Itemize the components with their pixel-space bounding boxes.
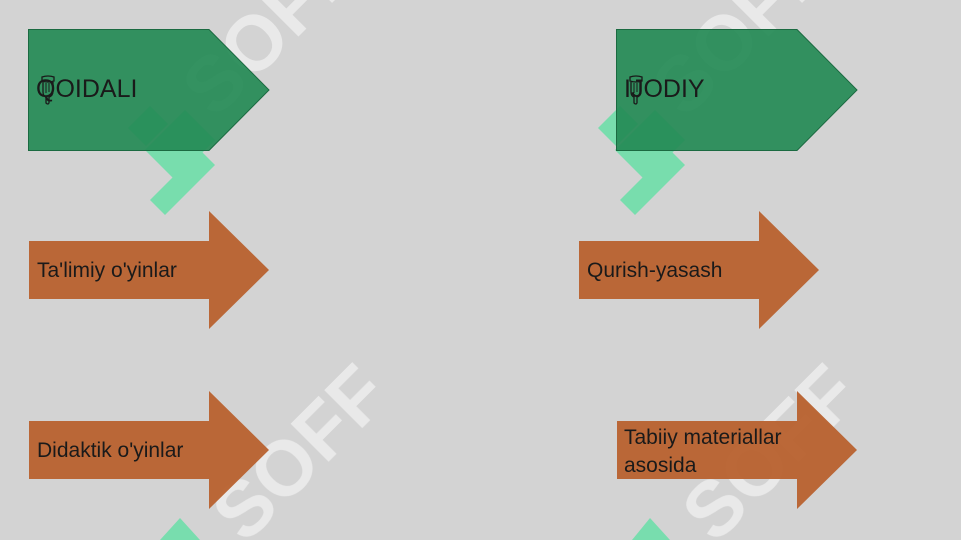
arrow-label: Qurish-yasash	[587, 259, 723, 282]
arrow-label-line1: Tabiiy materiallar	[624, 426, 782, 449]
arrow-label-line2: asosida	[624, 454, 697, 477]
watermark-logo-bottom-left	[160, 518, 200, 540]
header-label-wrap: QOIDALI	[36, 75, 137, 105]
header-label-wrap: IJODIY	[624, 75, 705, 105]
right-arrow-shape	[617, 391, 857, 509]
right-arrow-shape	[579, 211, 819, 329]
arrow-talimiy-oyinlar: Ta'limiy o'yinlar	[29, 211, 269, 329]
pentagon-shape	[616, 29, 858, 151]
arrow-label: Didaktik o'yinlar	[37, 439, 184, 462]
pointing-hand-icon	[41, 75, 55, 105]
arrow-qurish-yasash: Qurish-yasash	[579, 211, 819, 329]
right-arrow-shape	[29, 391, 269, 509]
right-arrow-shape	[29, 211, 269, 329]
arrow-label: Ta'limiy o'yinlar	[37, 259, 177, 282]
header-ijodiy: IJODIY	[616, 29, 858, 151]
watermark-logo-bottom-right	[632, 518, 670, 540]
pentagon-shape	[28, 29, 270, 151]
pointing-hand-icon	[629, 75, 643, 105]
arrow-didaktik-oyinlar: Didaktik o'yinlar	[29, 391, 269, 509]
header-qoidali: QOIDALI	[28, 29, 270, 151]
arrow-tabiiy-materiallar: Tabiiy materiallar asosida	[617, 391, 857, 509]
